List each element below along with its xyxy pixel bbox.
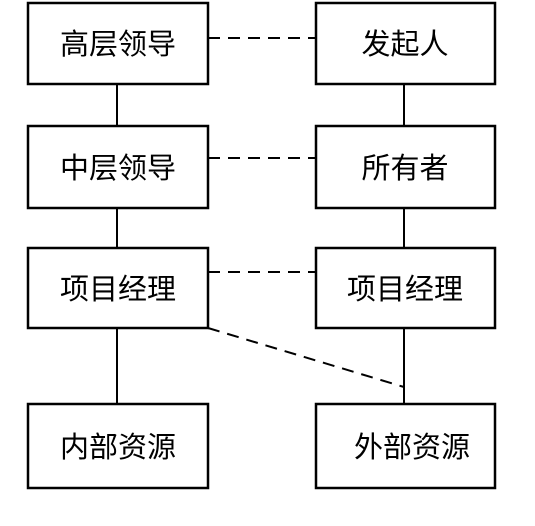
- node-sponsor: 发起人: [314, 1, 497, 86]
- node-owner: 所有者: [314, 124, 497, 210]
- node-external-resources: 外部资源: [314, 402, 497, 490]
- node-project-manager-right-label: 项目经理: [347, 272, 463, 306]
- node-project-manager-right: 项目经理: [314, 246, 497, 330]
- node-top-leadership: 高层领导: [26, 1, 210, 86]
- dash-pm-external: [207, 327, 405, 388]
- node-internal-resources-label: 内部资源: [60, 430, 176, 464]
- node-internal-resources: 内部资源: [26, 402, 210, 490]
- node-sponsor-label: 发起人: [361, 27, 448, 61]
- node-top-leadership-label: 高层领导: [60, 27, 176, 61]
- node-middle-leadership-label: 中层领导: [60, 151, 176, 185]
- node-middle-leadership: 中层领导: [26, 124, 210, 210]
- node-owner-label: 所有者: [361, 151, 448, 185]
- node-external-resources-label: 外部资源: [354, 430, 470, 464]
- node-project-manager-left-label: 项目经理: [60, 272, 176, 306]
- node-project-manager-left: 项目经理: [26, 246, 210, 330]
